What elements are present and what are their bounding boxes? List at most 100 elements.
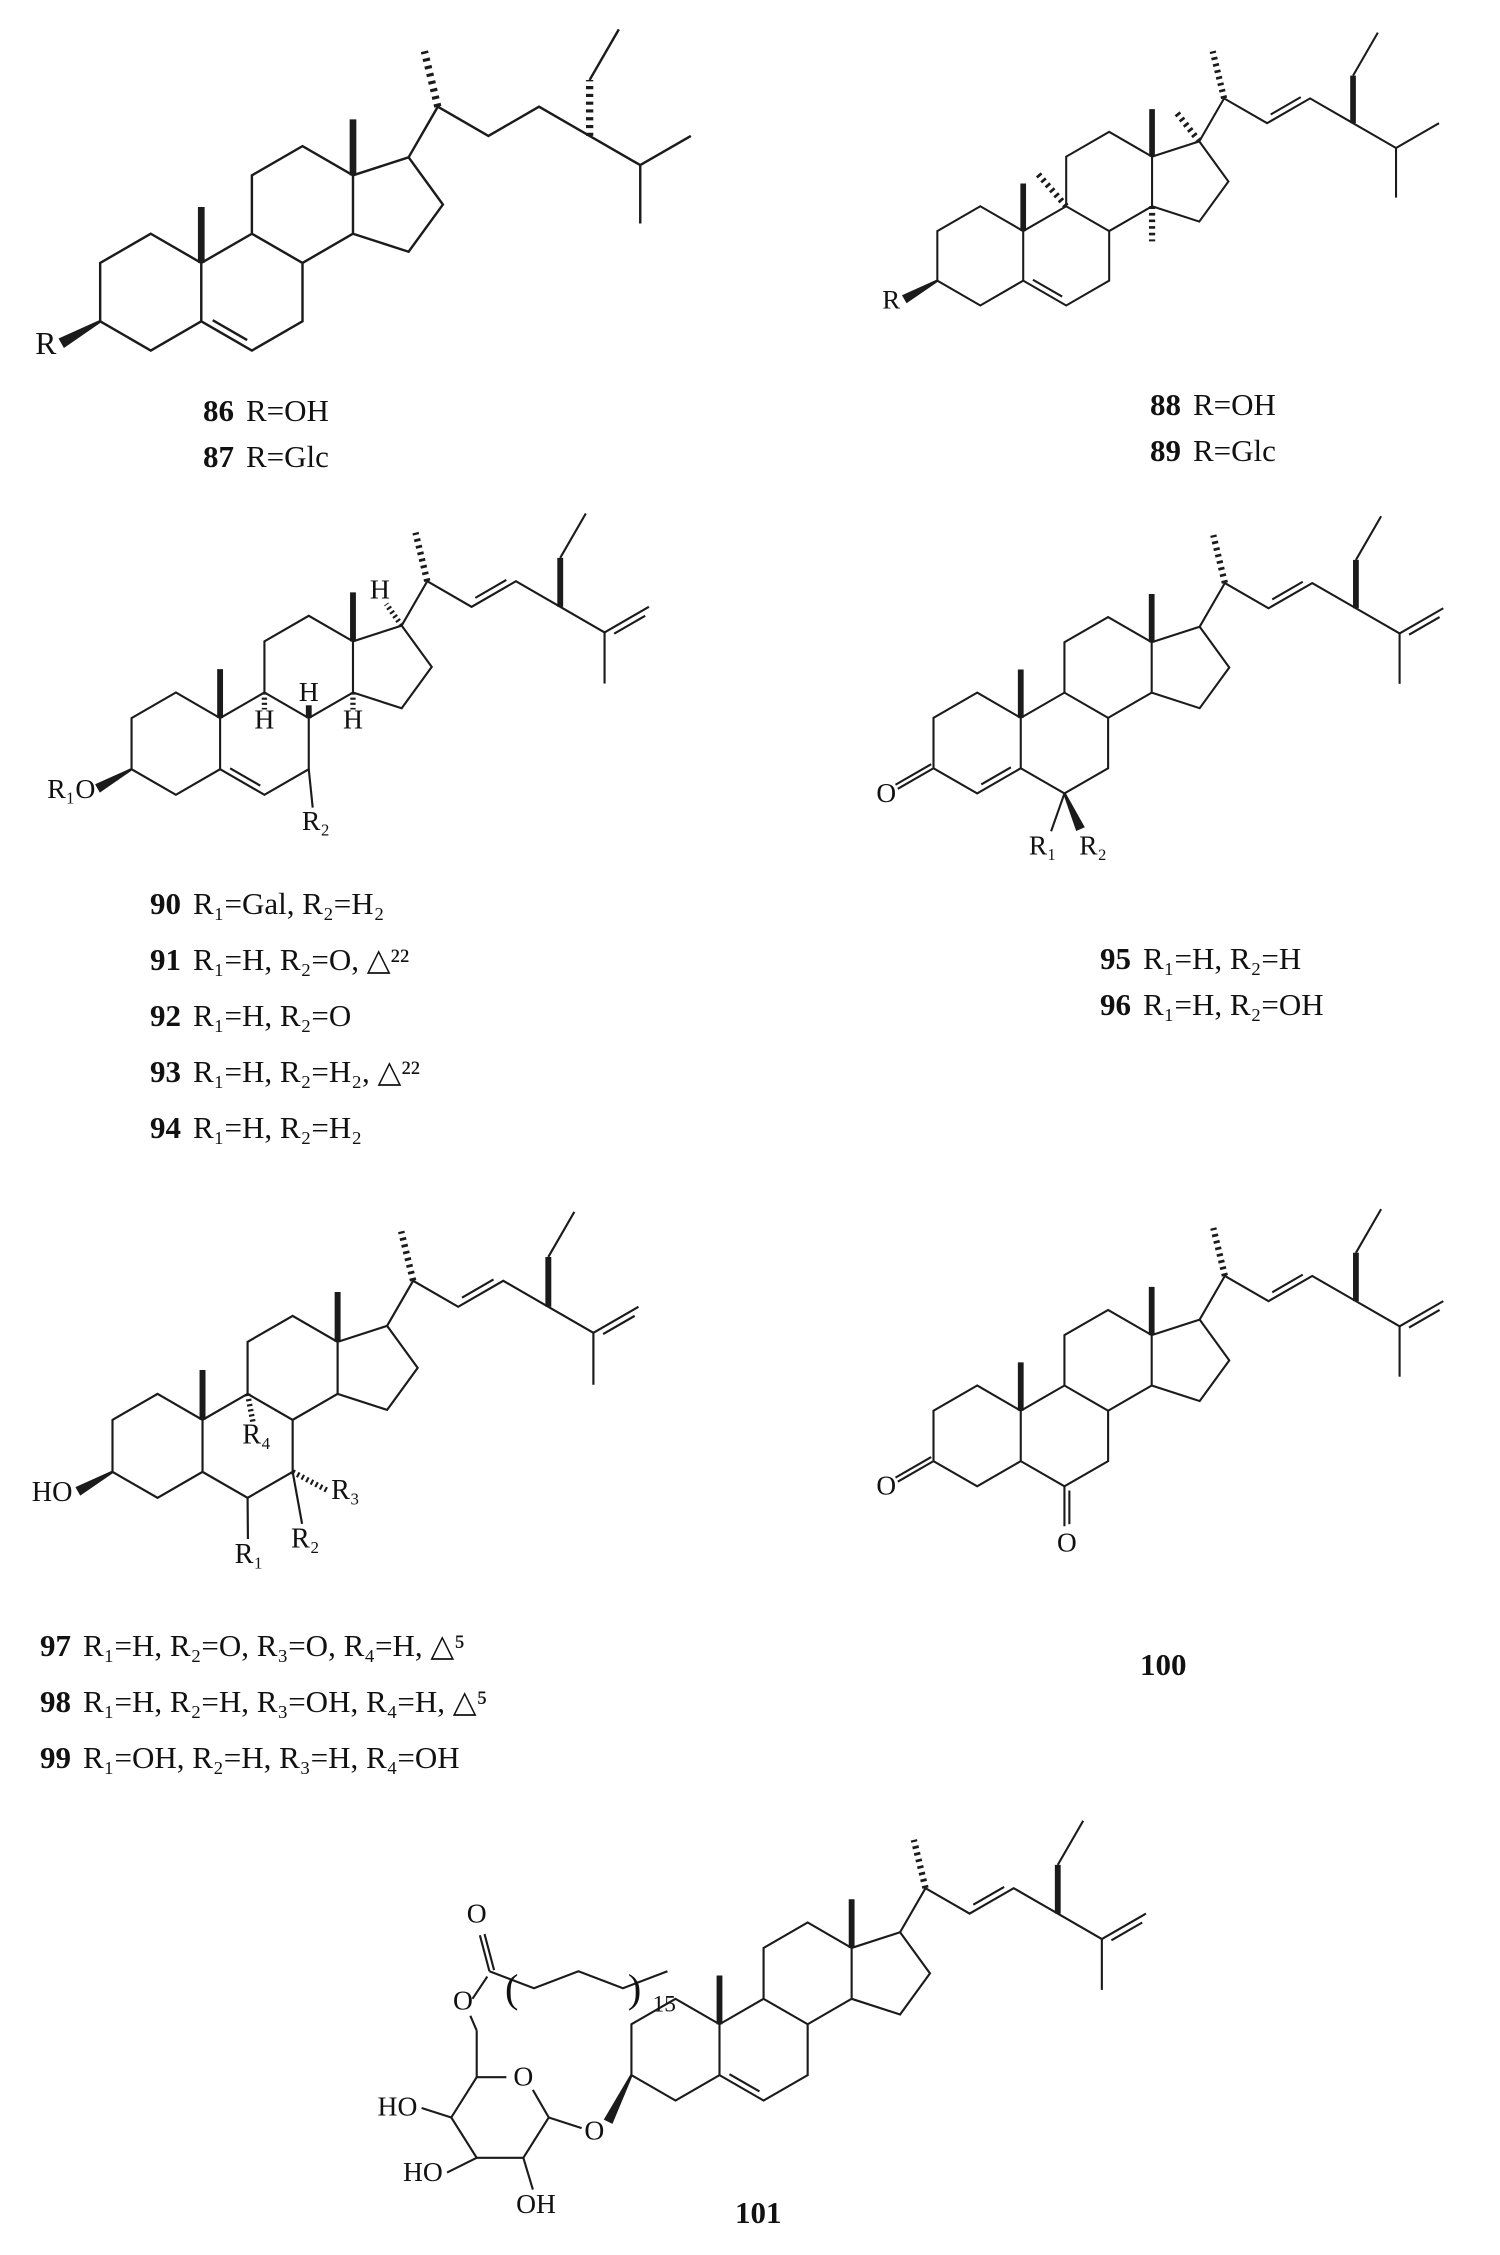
compound-number: 88 bbox=[1150, 387, 1181, 422]
atom-label-r3: R₃ bbox=[331, 1475, 360, 1506]
compound-label-87: 87 R=Glc bbox=[203, 434, 329, 480]
structure-101-drawing: O HO HO OH O O O ( ) 15 bbox=[378, 1820, 1147, 2219]
compound-label-99: 99 R₁=OH, R₂=H, R₃=H, R₄=OH bbox=[40, 1730, 487, 1786]
atom-label-h-c14: H bbox=[343, 704, 363, 735]
compound-number: 95 bbox=[1100, 941, 1131, 976]
atom-label-oh-c2: OH bbox=[516, 2188, 556, 2219]
atom-label-ho-c4: HO bbox=[378, 2090, 418, 2121]
compound-label-89: 89 R=Glc bbox=[1150, 428, 1276, 474]
compound-substituents: R₁=H, R₂=OH bbox=[1143, 987, 1324, 1022]
compound-label-90: 90 R₁=Gal, R₂=H₂ bbox=[150, 876, 420, 932]
sugar-bonds bbox=[421, 1933, 668, 2190]
labels-101: 101 bbox=[735, 2190, 794, 2236]
compound-substituents: R₁=OH, R₂=H, R₃=H, R₄=OH bbox=[83, 1740, 460, 1775]
compound-substituents: R=OH bbox=[1193, 387, 1276, 422]
compound-substituents: R₁=H, R₂=O, R₃=O, R₄=H, △⁵ bbox=[83, 1628, 466, 1663]
compound-label-96: 96 R₁=H, R₂=OH bbox=[1100, 982, 1324, 1028]
structure-90-94-drawing: R₁O R₂ H H H H bbox=[47, 512, 650, 836]
atom-label-o-keto3: O bbox=[876, 1471, 896, 1501]
chain-repeat-count: 15 bbox=[653, 1992, 676, 2018]
structure-95-96-drawing: O R₁ R₂ bbox=[876, 515, 1444, 860]
compound-number: 99 bbox=[40, 1740, 71, 1775]
compound-label-88: 88 R=OH bbox=[1150, 382, 1276, 428]
compound-substituents: R₁=H, R₂=O, △²² bbox=[193, 942, 410, 977]
atom-label-ring-o: O bbox=[513, 2061, 533, 2092]
skeleton-bonds bbox=[75, 1211, 639, 1540]
compound-substituents: R₁=H, R₂=H₂ bbox=[193, 1110, 363, 1145]
skeleton-bonds bbox=[58, 28, 692, 352]
compound-substituents: R₁=H, R₂=O bbox=[193, 998, 352, 1033]
compound-number: 90 bbox=[150, 886, 181, 921]
compound-number: 89 bbox=[1150, 433, 1181, 468]
compound-number: 91 bbox=[150, 942, 181, 977]
steroid-bonds bbox=[603, 1820, 1147, 2124]
structure-100: O O bbox=[860, 1188, 1490, 1561]
labels-88-89: 88 R=OH 89 R=Glc bbox=[1150, 382, 1276, 474]
chain-open-paren: ( bbox=[505, 1966, 518, 2011]
compound-label-100: 100 bbox=[1140, 1642, 1199, 1688]
chain-close-paren: ) bbox=[628, 1966, 641, 2011]
structure-88-89-drawing: R bbox=[882, 32, 1440, 315]
atom-label-r2: R₂ bbox=[302, 805, 330, 836]
compound-number: 86 bbox=[203, 393, 234, 428]
compound-substituents: R=Glc bbox=[1193, 433, 1276, 468]
skeleton-bonds bbox=[894, 1208, 1444, 1527]
structure-88-89: R bbox=[865, 12, 1485, 322]
compound-label-97: 97 R₁=H, R₂=O, R₃=O, R₄=H, △⁵ bbox=[40, 1618, 487, 1674]
compound-number: 98 bbox=[40, 1684, 71, 1719]
compound-number: 101 bbox=[735, 2195, 782, 2230]
compound-substituents: R₁=Gal, R₂=H₂ bbox=[193, 886, 385, 921]
compound-number: 100 bbox=[1140, 1647, 1187, 1682]
compound-number: 97 bbox=[40, 1628, 71, 1663]
compound-label-94: 94 R₁=H, R₂=H₂ bbox=[150, 1100, 420, 1156]
atom-label-r: R bbox=[35, 326, 57, 361]
compound-number: 93 bbox=[150, 1054, 181, 1089]
compound-number: 94 bbox=[150, 1110, 181, 1145]
labels-95-96: 95 R₁=H, R₂=H 96 R₁=H, R₂=OH bbox=[1100, 936, 1324, 1028]
structure-95-96: O R₁ R₂ bbox=[860, 495, 1490, 863]
atom-label-ho: HO bbox=[32, 1477, 73, 1508]
skeleton-bonds bbox=[901, 32, 1440, 307]
compound-substituents: R₁=H, R₂=H bbox=[1143, 941, 1302, 976]
compound-substituents: R₁=H, R₂=H₂, △²² bbox=[193, 1054, 420, 1089]
structure-101: O HO HO OH O O O ( ) 15 bbox=[340, 1808, 1156, 2232]
atom-label-ester-o: O bbox=[453, 1984, 473, 2015]
atom-label-h-c8: H bbox=[299, 676, 319, 707]
atom-label-r: R bbox=[882, 285, 900, 315]
compound-label-101: 101 bbox=[735, 2190, 794, 2236]
atom-label-o-keto6: O bbox=[1057, 1527, 1077, 1557]
compound-label-92: 92 R₁=H, R₂=O bbox=[150, 988, 420, 1044]
compound-label-93: 93 R₁=H, R₂=H₂, △²² bbox=[150, 1044, 420, 1100]
compound-number: 96 bbox=[1100, 987, 1131, 1022]
atom-label-r1: R₁ bbox=[1029, 830, 1057, 860]
structure-97-99-drawing: HO R₄ R₃ R₂ R₁ bbox=[32, 1211, 639, 1570]
atom-label-r1: R₁ bbox=[235, 1539, 264, 1570]
skeleton-bonds bbox=[95, 512, 650, 808]
atom-label-carbonyl-o: O bbox=[467, 1898, 487, 1929]
atom-label-r2: R₂ bbox=[1079, 830, 1107, 860]
structure-86-87: R bbox=[15, 5, 745, 370]
structure-86-87-drawing: R bbox=[35, 28, 692, 361]
labels-100: 100 bbox=[1140, 1642, 1199, 1688]
atom-label-glycosidic-o: O bbox=[584, 2115, 604, 2146]
compound-number: 92 bbox=[150, 998, 181, 1033]
atom-label-r4: R₄ bbox=[242, 1420, 271, 1451]
compound-substituents: R=Glc bbox=[246, 439, 329, 474]
atom-label-o-keto3: O bbox=[876, 778, 896, 808]
compound-substituents: R₁=H, R₂=H, R₃=OH, R₄=H, △⁵ bbox=[83, 1684, 488, 1719]
compound-label-95: 95 R₁=H, R₂=H bbox=[1100, 936, 1324, 982]
labels-97-99: 97 R₁=H, R₂=O, R₃=O, R₄=H, △⁵ 98 R₁=H, R₂=… bbox=[40, 1618, 487, 1786]
structure-97-99: HO R₄ R₃ R₂ R₁ bbox=[15, 1190, 665, 1575]
atom-label-r1o: R₁O bbox=[47, 773, 95, 804]
structure-100-drawing: O O bbox=[876, 1208, 1444, 1557]
skeleton-bonds bbox=[894, 515, 1444, 832]
atom-label-r2: R₂ bbox=[291, 1524, 320, 1555]
atom-label-ho-c3: HO bbox=[403, 2156, 443, 2187]
structure-90-94: R₁O R₂ H H H H bbox=[25, 492, 675, 844]
atom-label-h-c17: H bbox=[370, 574, 390, 605]
compound-number: 87 bbox=[203, 439, 234, 474]
